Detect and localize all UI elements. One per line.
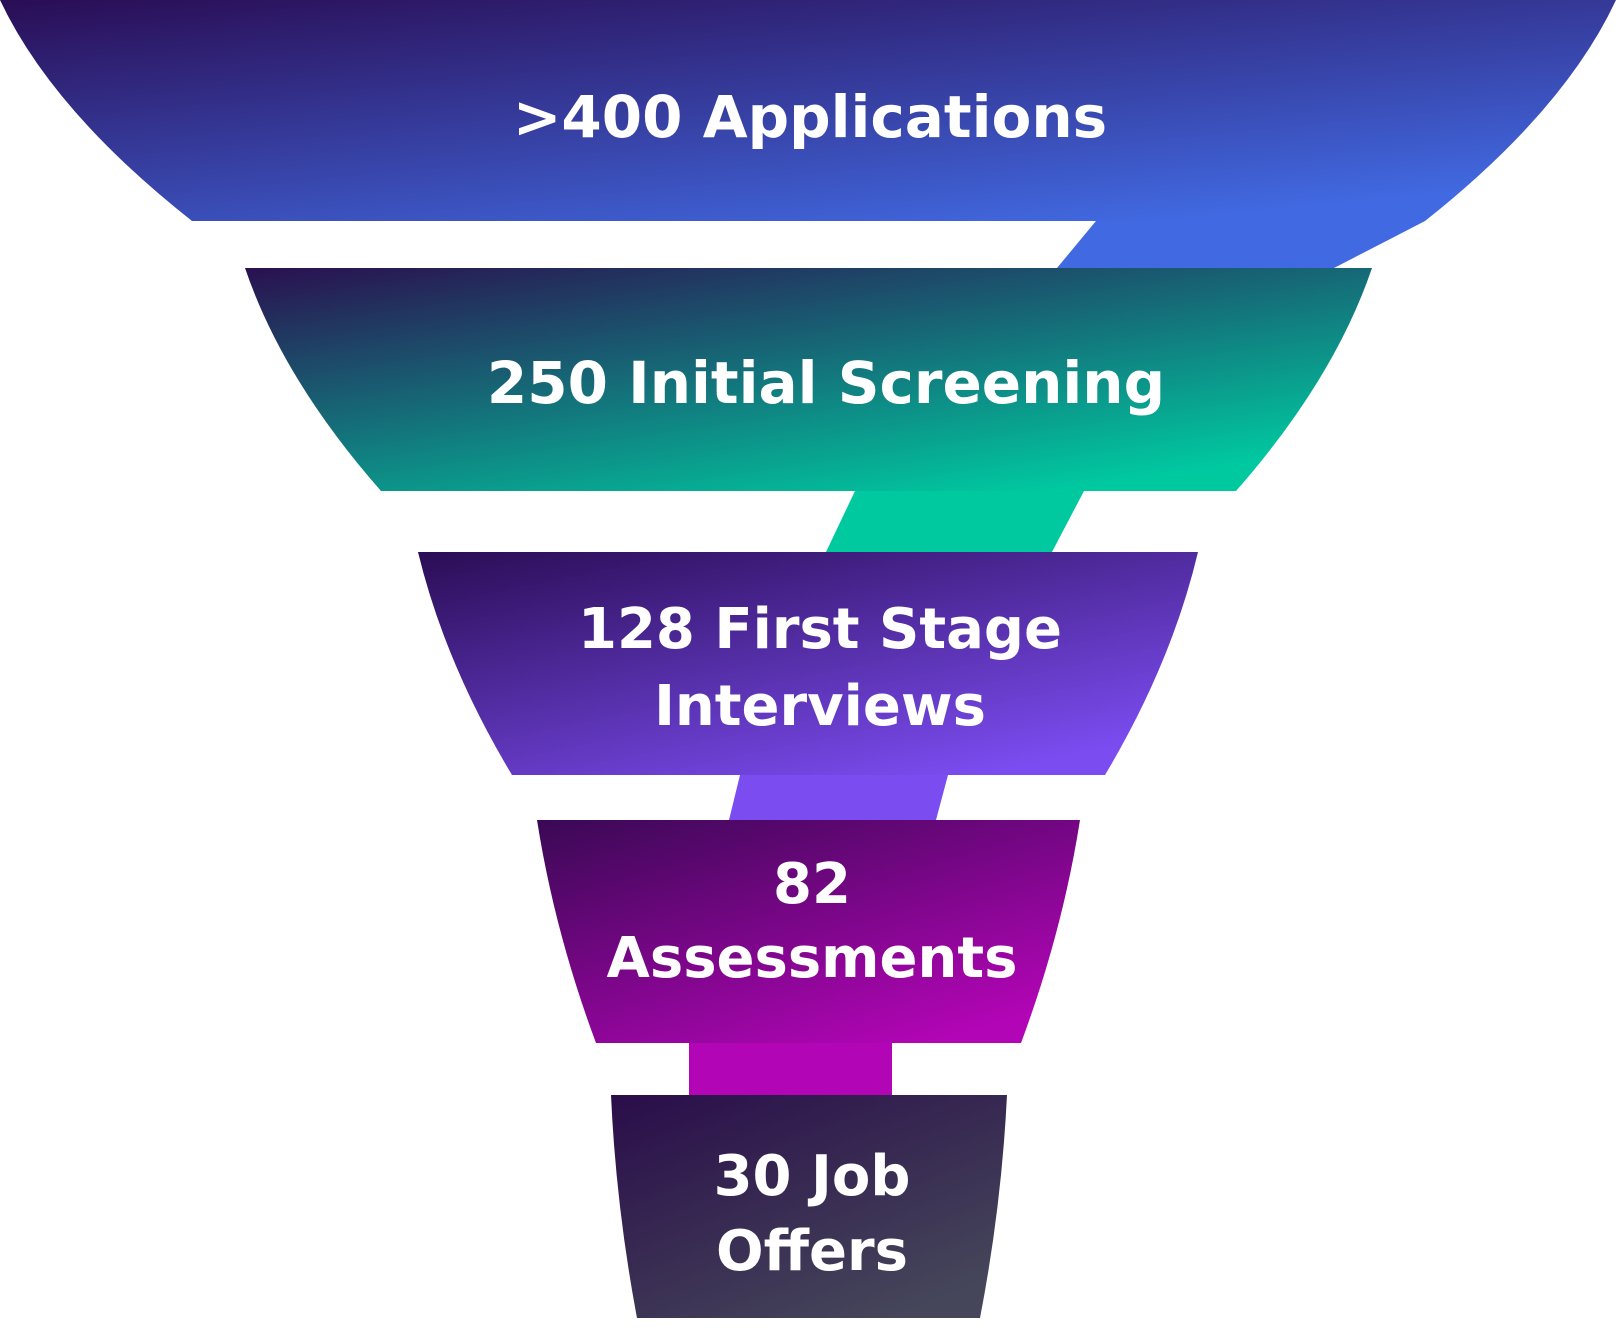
stage-label-applications: >400 Applications bbox=[513, 83, 1107, 151]
stage-label-job-offers-line-2: Offers bbox=[716, 1219, 908, 1284]
connector-assessments bbox=[689, 1043, 892, 1095]
stage-label-assessments-line-1: 82 bbox=[773, 852, 851, 917]
connector-first-stage-interviews bbox=[729, 775, 948, 820]
funnel-band-first-stage-interviews bbox=[418, 552, 1198, 775]
funnel-band-assessments bbox=[537, 820, 1080, 1043]
stage-label-first-stage-interviews-line-1: 128 First Stage bbox=[578, 597, 1062, 662]
stage-label-job-offers-line-1: 30 Job bbox=[714, 1144, 911, 1209]
stage-connectors bbox=[689, 221, 1425, 1095]
connector-initial-screening bbox=[826, 491, 1084, 552]
funnel-band-initial-screening bbox=[245, 268, 1372, 491]
funnel-labels: >400 Applications 250 Initial Screening 12… bbox=[487, 83, 1165, 1284]
funnel-band-job-offers bbox=[611, 1095, 1007, 1318]
funnel-band-applications bbox=[0, 0, 1616, 221]
stage-label-initial-screening: 250 Initial Screening bbox=[487, 349, 1165, 417]
stage-label-assessments-line-2: Assessments bbox=[607, 926, 1018, 991]
connector-applications bbox=[1057, 221, 1425, 268]
stage-label-first-stage-interviews-line-2: Interviews bbox=[654, 674, 986, 739]
